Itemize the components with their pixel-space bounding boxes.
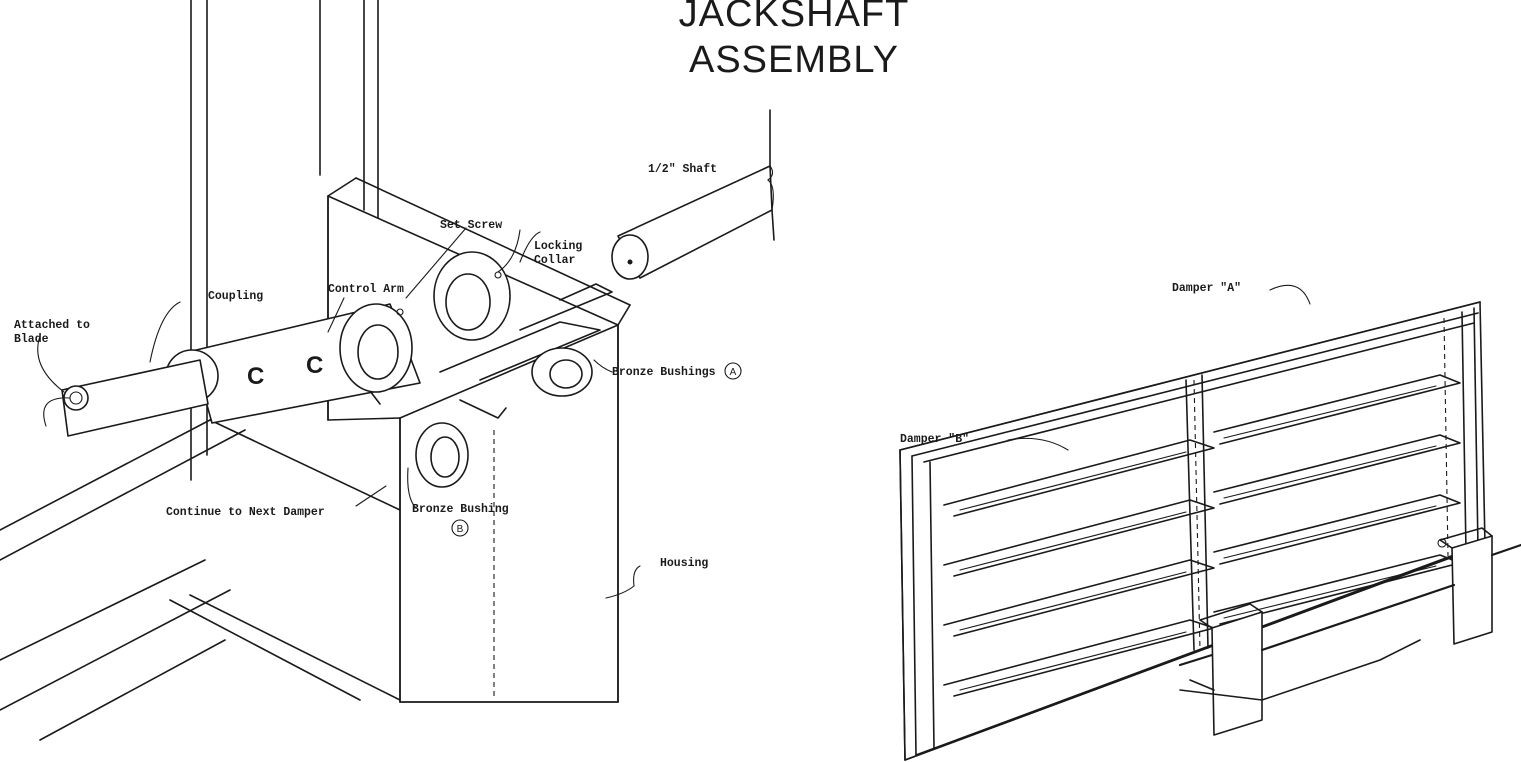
label-housing: Housing <box>660 557 708 570</box>
label-coupling: Coupling <box>208 290 263 303</box>
damper-base <box>1179 639 1421 701</box>
label-locking-collar-2: Collar <box>534 254 576 267</box>
leader-lines <box>37 227 641 599</box>
damper-b-blades <box>943 439 1215 697</box>
label-damper-b: Damper "B" <box>900 433 969 446</box>
label-locking-collar-1: Locking <box>534 240 582 253</box>
label-continue: Continue to Next Damper <box>166 506 325 519</box>
label-bushing-a-mark: A <box>730 367 737 378</box>
title-line-2: ASSEMBLY <box>689 39 899 81</box>
label-shaft: 1/2" Shaft <box>648 163 717 176</box>
label-control-arm: Control Arm <box>328 283 404 296</box>
title-line-1: JACKSHAFT <box>679 0 910 35</box>
label-damper-a: Damper "A" <box>1172 282 1241 295</box>
base-floor <box>0 419 401 741</box>
damper-jackshaft-housings <box>1178 527 1521 736</box>
locking-collar <box>433 251 511 341</box>
damper-assembly: Damper "A" Damper "B" <box>899 282 1521 761</box>
label-bronze-bushings: Bronze Bushings <box>612 366 716 379</box>
label-bushing-b-mark: B <box>457 524 464 535</box>
bronze-bushing-a <box>531 347 593 397</box>
label-set-screw: Set Screw <box>440 219 502 232</box>
attached-blade-arm <box>61 359 209 437</box>
jackshaft-closeup: C C 1/2" Shaft Set Screw Locking Collar … <box>0 0 775 741</box>
label-attached-2: Blade <box>14 333 49 346</box>
label-bronze-bushing: Bronze Bushing <box>412 503 509 516</box>
damper-a-blades <box>1213 374 1461 625</box>
half-inch-shaft <box>611 109 775 280</box>
control-arm-hub <box>339 303 413 393</box>
coupling-mark-2: C <box>306 352 323 379</box>
coupling-mark-1: C <box>247 363 264 390</box>
bronze-bushing-b <box>415 422 469 488</box>
label-attached-1: Attached to <box>14 319 90 332</box>
